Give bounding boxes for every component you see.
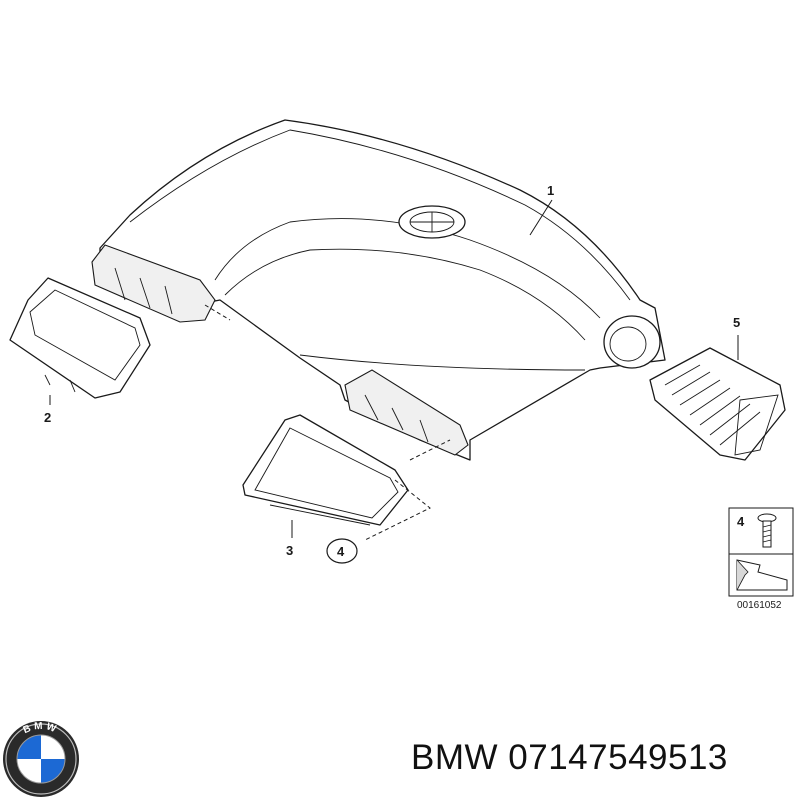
lower-vent-part	[242, 414, 409, 526]
left-vent-part	[9, 277, 151, 399]
legend-item-label: 4	[737, 514, 745, 529]
callout-3: 3	[286, 543, 293, 558]
part-number: 07147549513	[508, 738, 728, 777]
callout-1: 1	[547, 183, 554, 198]
screw-icon	[757, 513, 777, 548]
callout-4-circled: 4	[326, 538, 358, 564]
part-number-caption: BMW 07147549513	[411, 738, 728, 778]
ribbed-seal-part	[649, 347, 786, 461]
callout-5: 5	[733, 315, 740, 330]
legend-box: 4 00161052	[728, 507, 794, 611]
callout-2: 2	[44, 410, 51, 425]
svg-text:4: 4	[337, 544, 345, 559]
leader-lines	[49, 199, 739, 541]
brand-label: BMW	[411, 738, 499, 777]
bmw-logo: BMW	[3, 721, 79, 797]
air-duct-housing	[91, 119, 666, 461]
svg-text:BMW: BMW	[22, 721, 61, 736]
logo-letters: BMW	[22, 721, 58, 736]
drawing-number: 00161052	[737, 600, 782, 611]
